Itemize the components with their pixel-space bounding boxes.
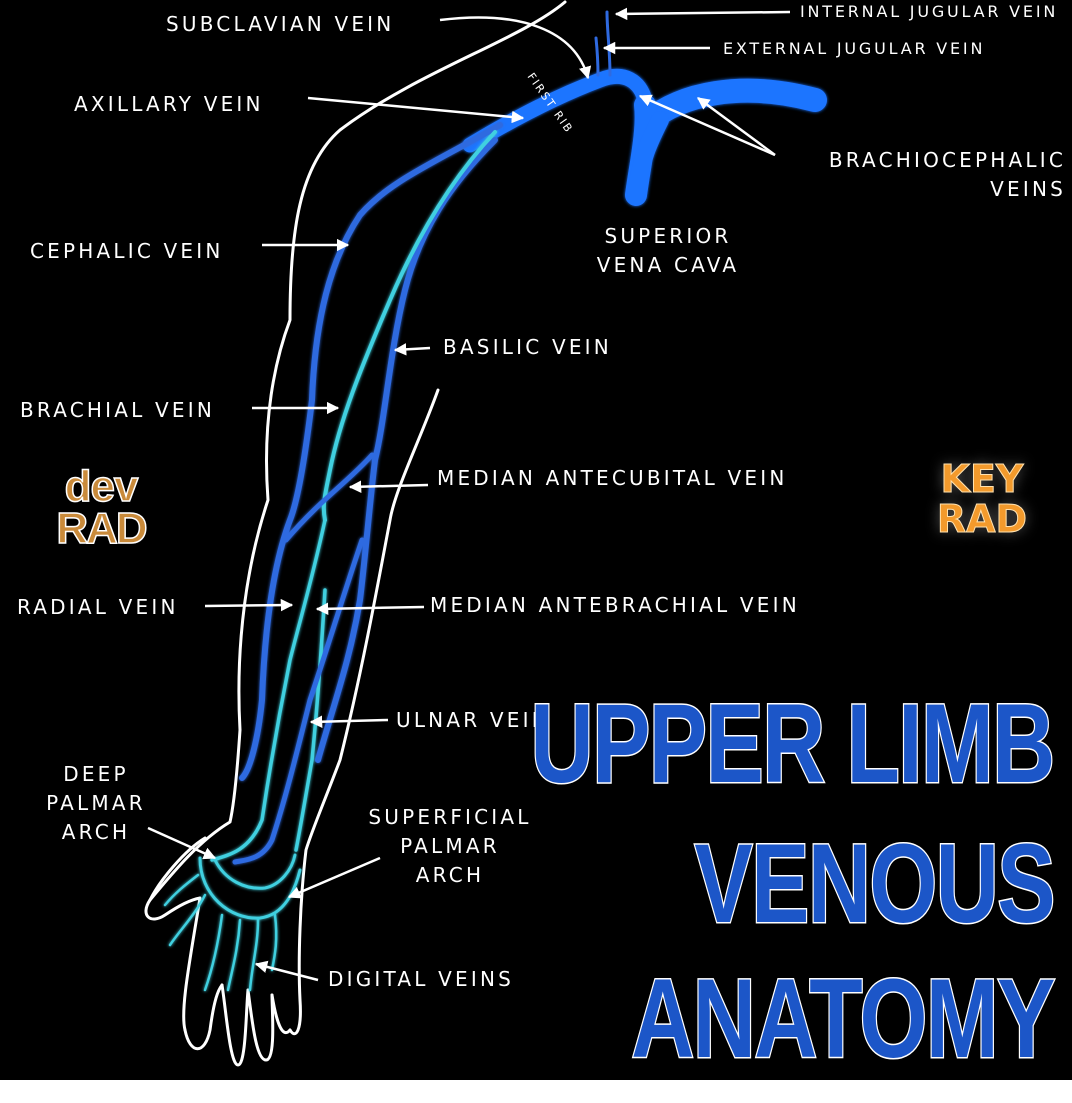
digital-vein-5 [270, 913, 278, 972]
label-brachiocephalic-veins: BRACHIOCEPHALIC VEINS [760, 146, 1066, 204]
svc-join [627, 111, 669, 204]
label-external-jugular-vein: EXTERNAL JUGULAR VEIN [723, 39, 986, 58]
digital-vein-1 [168, 893, 207, 947]
median-antebrachial-vein-shape [294, 588, 327, 852]
arrow-internal-jugular [614, 7, 791, 21]
external-jugular-vein-shape [594, 36, 600, 77]
arrow-subclavian [439, 16, 592, 80]
devrad-logo: dev RAD [46, 462, 156, 553]
label-brachiocephalic-line2: VEINS [990, 177, 1066, 201]
label-brachial-vein: BRACHIAL VEIN [20, 398, 215, 422]
basilic-vein-shape [315, 137, 498, 763]
label-basilic-vein: BASILIC VEIN [443, 335, 612, 359]
label-digital-veins: DIGITAL VEINS [328, 967, 515, 991]
finger-4 [270, 993, 292, 1034]
label-internal-jugular-vein: INTERNAL JUGULAR VEIN [800, 2, 1059, 21]
finger-2 [220, 983, 250, 1067]
title-line-3: ANATOMY [630, 956, 1057, 1081]
label-deep-line1: DEEP [63, 762, 129, 786]
deep-palmar-arch-shape [213, 853, 297, 890]
label-median-antecubital-vein: MEDIAN ANTECUBITAL VEIN [437, 466, 788, 490]
arrow-median-antecubital [348, 480, 429, 493]
diagram-board [0, 0, 1072, 1080]
subclavian-vein-shape [462, 68, 653, 153]
ulnar-vein-shape [232, 537, 365, 865]
title-line-1: UPPER LIMB [530, 681, 1057, 806]
internal-jugular-vein-shape [605, 10, 612, 77]
finger-1 [183, 983, 224, 1051]
digital-vein-2 [203, 913, 224, 992]
arrow-ulnar [309, 715, 389, 728]
label-deep-palmar-arch: DEEP PALMAR ARCH [44, 760, 148, 847]
arrow-superficial-palmar [287, 856, 381, 899]
anatomy-illustration [144, 0, 827, 1067]
label-superficial-palmar-arch: SUPERFICIAL PALMAR ARCH [352, 803, 548, 890]
arrow-radial [204, 598, 294, 612]
label-ulnar-vein: ULNAR VEIN [396, 708, 550, 732]
keyrad-logo-line1: KEY [940, 457, 1024, 501]
arrow-brachiocephalic-1 [638, 94, 776, 157]
label-cephalic-vein: CEPHALIC VEIN [30, 239, 224, 263]
thumb [148, 836, 207, 902]
digital-vein-4 [248, 918, 260, 992]
finger-3 [246, 988, 275, 1062]
cephalic-vein-shape [239, 122, 503, 781]
label-svc-line1: SUPERIOR [604, 224, 732, 248]
keyrad-logo-line2: RAD [936, 496, 1028, 541]
arrow-axillary [307, 96, 525, 124]
label-axillary-vein: AXILLARY VEIN [74, 92, 264, 116]
label-superior-vena-cava: SUPERIOR VENA CAVA [570, 222, 766, 280]
arrow-basilic [393, 343, 431, 356]
label-subclavian-vein: SUBCLAVIAN VEIN [166, 12, 395, 36]
brachial-vein-shape [321, 130, 497, 522]
arm-outline-inner [288, 388, 440, 1036]
arrow-median-antebrachial [315, 602, 425, 616]
label-svc-line2: VENA CAVA [596, 253, 740, 277]
devrad-logo-line2: RAD [56, 503, 149, 553]
label-superficial-line1: SUPERFICIAL [368, 805, 532, 829]
arm-outline-shoulder [144, 0, 567, 1032]
left-brachiocephalic-vein-shape [638, 78, 827, 132]
label-deep-line3: ARCH [61, 820, 131, 844]
arrow-brachiocephalic-2 [696, 96, 776, 157]
arrow-deep-palmar [147, 826, 217, 860]
median-antecubital-vein-shape [283, 452, 375, 543]
arrow-digital [254, 960, 319, 982]
label-deep-line2: PALMAR [46, 791, 146, 815]
radial-vein-shape [210, 518, 327, 862]
label-brachiocephalic-line1: BRACHIOCEPHALIC [828, 148, 1066, 172]
label-superficial-line3: ARCH [415, 863, 485, 887]
devrad-logo-line1: dev [64, 462, 139, 511]
title-line-2: VENOUS [693, 821, 1056, 946]
thenar-vein [163, 873, 200, 907]
label-superficial-line2: PALMAR [400, 834, 500, 858]
keyrad-logo: KEY RAD [932, 457, 1032, 541]
label-median-antebrachial-vein: MEDIAN ANTEBRACHIAL VEIN [430, 593, 800, 617]
digital-vein-3 [226, 918, 242, 992]
label-radial-vein: RADIAL VEIN [17, 595, 179, 619]
